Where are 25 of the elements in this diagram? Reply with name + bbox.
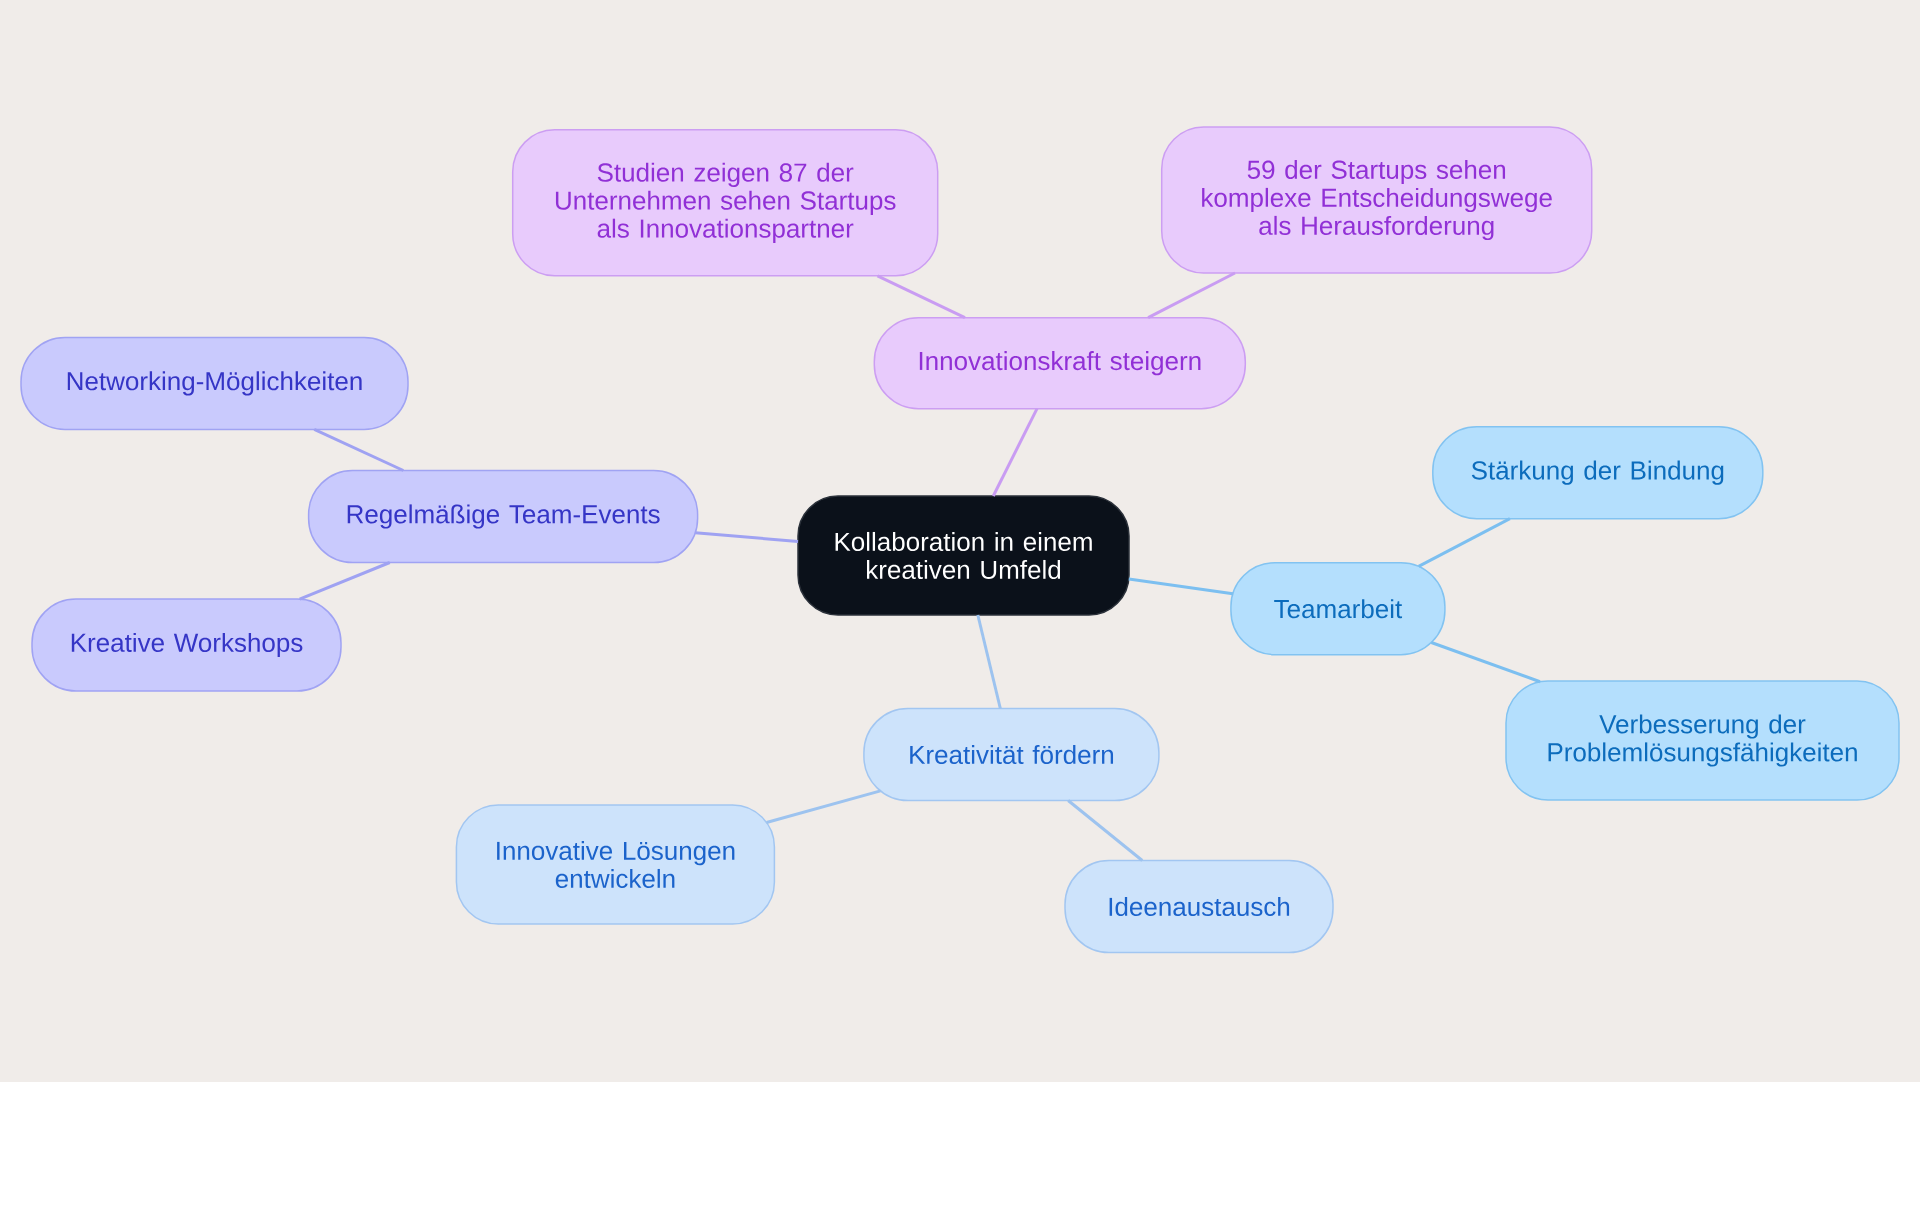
topic-box: Teamarbeit	[1230, 561, 1446, 656]
connector-line	[991, 408, 1039, 497]
topic-box: Studien zeigen 87 der Unternehmen sehen Startups als Innovationspartner	[511, 129, 939, 277]
topic-box: 59 der Startups sehen komplexe Entscheidungswege als Herausforderung	[1160, 126, 1593, 274]
connector-line	[695, 531, 799, 543]
topic-box: Innovative Lösungen entwickeln	[455, 804, 776, 925]
connector-line	[1128, 577, 1234, 596]
connector-line	[766, 789, 881, 824]
topic-box: Ideenaustausch	[1064, 859, 1334, 954]
central-topic-box: Kollaboration in einem kreativen Umfeld	[797, 495, 1130, 616]
topic-box: Verbesserung der Problemlösungsfähigkeiten	[1505, 680, 1900, 801]
topic-box: Kreativität fördern	[863, 707, 1160, 802]
topic-box: Kreative Workshops	[31, 598, 342, 692]
connector-line	[299, 561, 391, 601]
connector-line	[313, 428, 404, 472]
connector-line	[1417, 517, 1511, 568]
topic-box: Networking-Möglichkeiten	[20, 336, 409, 431]
topic-box: Innovationskraft steigern	[873, 316, 1247, 410]
connector-line	[876, 274, 966, 320]
connector-line	[976, 614, 1002, 709]
connector-line	[1430, 641, 1541, 684]
connector-line	[1067, 799, 1144, 862]
topic-box: Stärkung der Bindung	[1432, 425, 1764, 520]
topic-box: Regelmäßige Team-Events	[307, 469, 699, 564]
connector-line	[1147, 271, 1236, 320]
